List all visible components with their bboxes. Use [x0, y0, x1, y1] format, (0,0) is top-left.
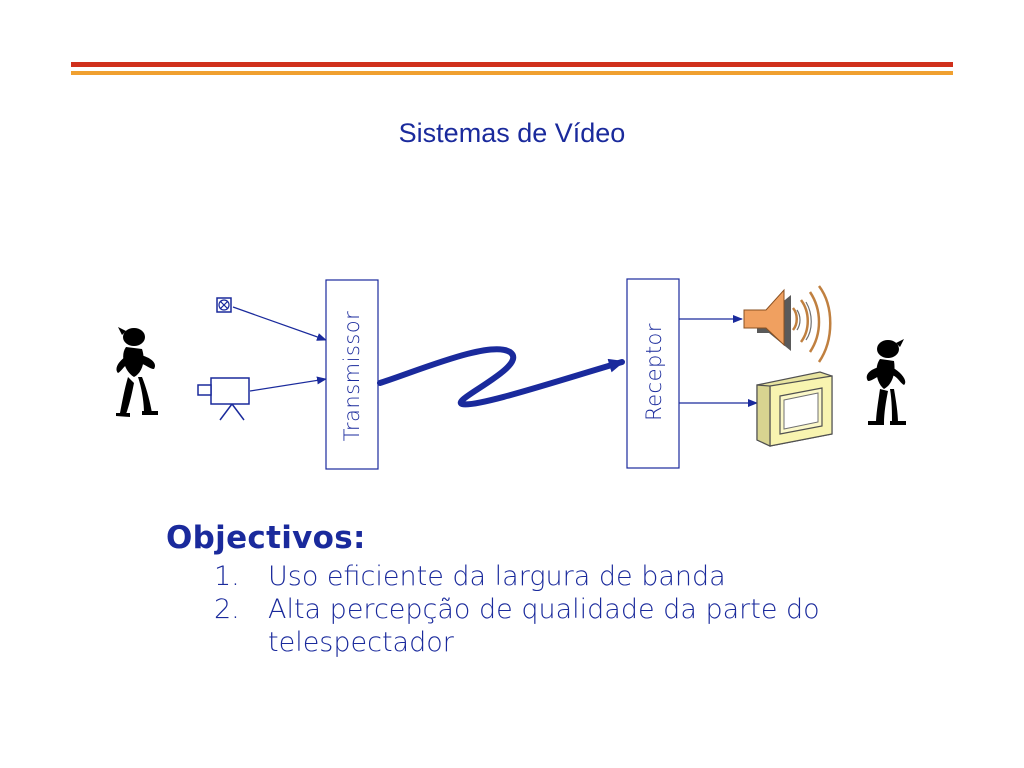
receiver-box	[626, 278, 680, 469]
objective-text: Uso eficiente da largura de banda	[268, 561, 726, 592]
transmitter-box	[325, 279, 379, 470]
stick-person-icon	[116, 327, 158, 417]
objective-number: 2.	[214, 594, 240, 625]
header-rule-orange	[71, 71, 953, 75]
video-camera-icon	[197, 377, 250, 421]
microphone-icon	[216, 297, 232, 313]
header-rule-red	[71, 62, 953, 67]
speaker-icon	[743, 285, 832, 363]
transmission-signal	[377, 346, 625, 408]
objective-text: Alta percepção de qualidade da parte do …	[268, 594, 820, 658]
monitor-icon	[756, 371, 833, 447]
objectives-section: Objectivos: 1. Uso eficiente da largura …	[166, 520, 886, 659]
microphone-arrow	[232, 306, 327, 341]
stick-person-icon	[866, 339, 906, 425]
objective-number: 1.	[214, 561, 240, 592]
objective-item: 2. Alta percepção de qualidade da parte …	[166, 593, 828, 659]
objectives-heading: Objectivos:	[166, 520, 366, 556]
transmitter-label: Transmissor	[340, 310, 364, 442]
objective-item: 1. Uso eficiente da largura de banda	[166, 560, 886, 593]
receiver-label: Receptor	[642, 322, 666, 422]
slide-title: Sistemas de Vídeo	[398, 118, 626, 148]
camera-arrow	[249, 376, 327, 392]
